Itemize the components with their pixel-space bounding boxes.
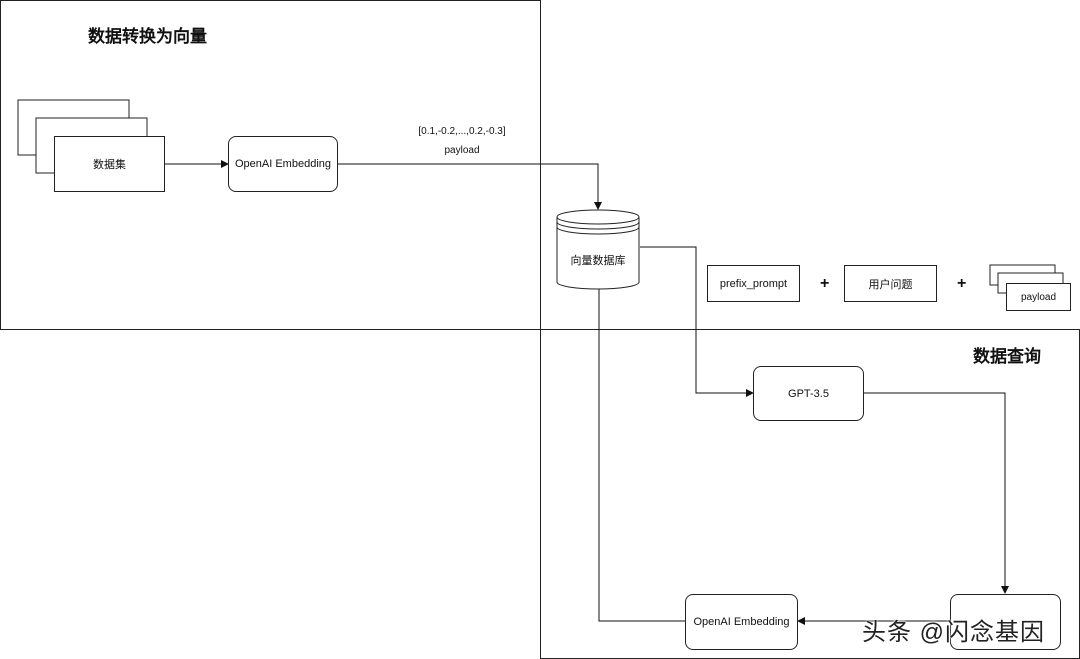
plus-operator-1: + [820, 275, 830, 292]
payload-edge-label: payload [444, 145, 480, 156]
embedding-node-bottom: OpenAI Embedding [685, 594, 798, 650]
vectorize-section-frame [0, 0, 541, 330]
embedding-node-top: OpenAI Embedding [228, 136, 338, 192]
user-question-node: 用户问题 [844, 265, 937, 302]
vector-db-cylinder [556, 209, 640, 290]
edge-vectordb-gpt [640, 246, 754, 397]
edge-embedding-vectordb-return [595, 281, 685, 622]
payload-node: payload [1006, 283, 1071, 311]
vector-edge-label: [0.1,-0.2,...,0.2,-0.3] [418, 126, 506, 137]
edge-gpt-user [864, 392, 1009, 594]
query-section-title: 数据查询 [973, 347, 1041, 366]
user-node [950, 594, 1061, 650]
vectorize-section-title: 数据转换为向量 [88, 27, 207, 46]
gpt-node: GPT-3.5 [753, 366, 864, 421]
plus-operator-2: + [957, 275, 967, 292]
watermark: 头条 @闪念基因 [862, 619, 1046, 646]
edge-embedding-vectordb [338, 163, 602, 210]
dataset-node: 数据集 [54, 136, 165, 192]
vector-db-label: 向量数据库 [570, 255, 626, 267]
prefix-prompt-node: prefix_prompt [707, 265, 800, 302]
